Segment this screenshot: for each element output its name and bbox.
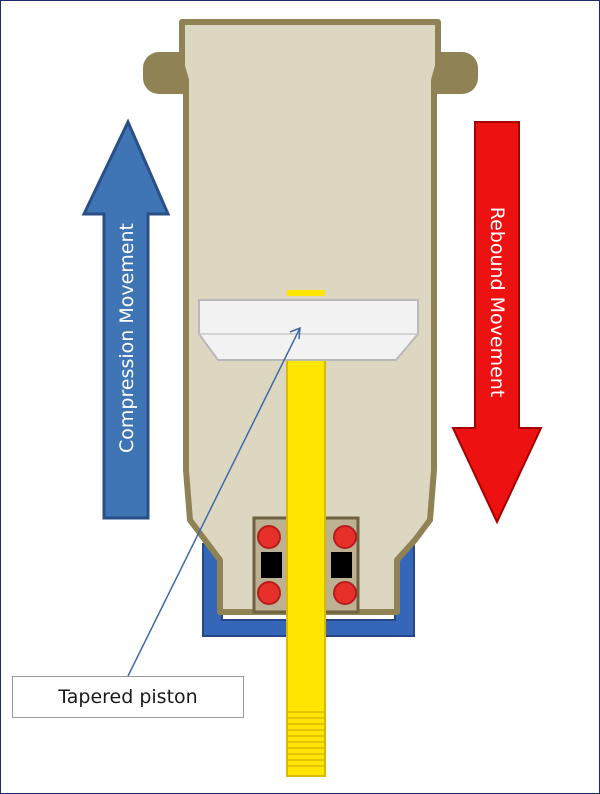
leader-arrowhead — [289, 326, 301, 340]
rebound-label: Rebound Movement — [486, 207, 508, 398]
tapered-piston — [198, 299, 419, 361]
o-ring — [257, 581, 281, 605]
piston-top-marker — [287, 290, 325, 296]
tapered-piston-callout: Tapered piston — [12, 676, 244, 718]
rebound-arrow — [451, 121, 543, 525]
rod-thread — [288, 711, 324, 767]
o-ring — [257, 525, 281, 549]
o-ring — [333, 525, 357, 549]
o-ring — [333, 581, 357, 605]
seal-core — [261, 552, 282, 578]
compression-label: Compression Movement — [116, 223, 138, 453]
piston-rod — [286, 355, 326, 777]
seal-core — [331, 552, 352, 578]
compression-arrow — [81, 118, 171, 520]
callout-leader — [127, 327, 301, 677]
